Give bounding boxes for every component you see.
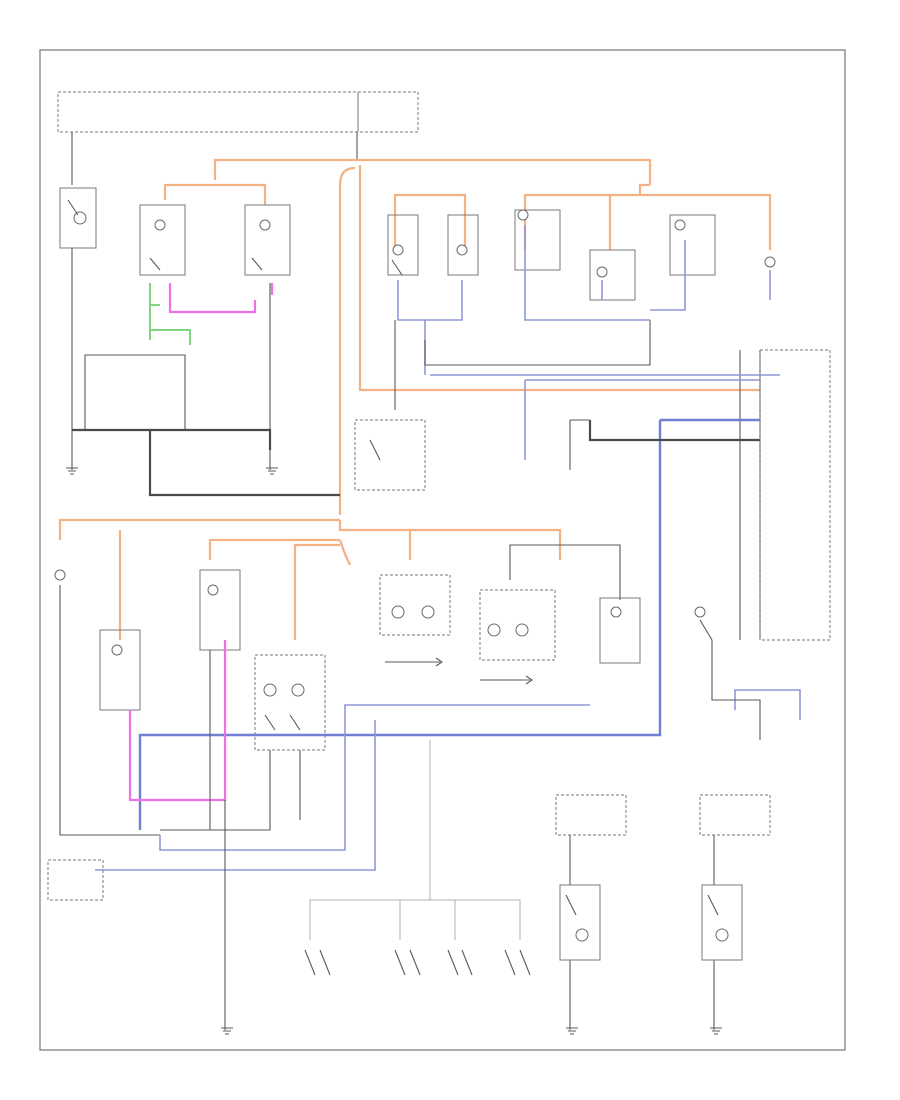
left-door-lamp (387, 214, 419, 276)
wire-blue-lower-1 (159, 704, 590, 851)
courtesy-lamp-switch (354, 419, 426, 491)
top-fuse-block-right (357, 91, 419, 133)
right-rear-door-lamp (504, 949, 531, 976)
wire-blue-right-lower (734, 689, 801, 720)
left-rear-reading-lamp (514, 209, 561, 271)
wire-right-vertical-bus (739, 350, 761, 640)
wire-ground-loop (148, 428, 340, 497)
wire-blue-to-module-3 (138, 418, 760, 830)
body-control-module-connector (47, 859, 104, 901)
wire-pink-reading (168, 283, 274, 314)
left-vanity-mirror-lamp (379, 574, 451, 667)
wire-lower-left-grounds (59, 650, 301, 836)
right-door-lamp (447, 214, 479, 276)
wire-orange-center-drop (338, 166, 356, 515)
rear-compartment-lamp (559, 884, 601, 961)
glove-box-lamp-assembly (254, 654, 326, 751)
wire-orange-feed-top (213, 158, 772, 250)
wire-blue-door-lamps (397, 280, 463, 375)
right-front-door-jamb-switch (199, 569, 241, 651)
wire-orange-rear-lights (523, 193, 612, 250)
trunk-lid-switch (694, 606, 735, 701)
left-rear-courtesy-lamp (669, 214, 716, 276)
wire-gray-bottom-bus (309, 740, 521, 940)
left-rear-door-lamp (447, 949, 473, 976)
wire-right-lower-ground (712, 699, 761, 740)
wire-orange-lower-feed (58, 518, 562, 640)
wire-orange-lower-left (393, 193, 467, 250)
wire-courtesy-switch-box (84, 354, 186, 431)
wire-orange-left-branch (163, 183, 267, 205)
luggage-lamp (599, 597, 641, 664)
lower-left-lamp (54, 569, 66, 650)
left-front-door-lamp (304, 949, 331, 976)
wire-switch-ground (569, 419, 590, 470)
underhood-lamp (701, 884, 743, 961)
bottom-fuse-block-middle (555, 794, 627, 836)
front-reading-lamp-right (244, 204, 291, 276)
wire-dark-to-module (588, 420, 760, 442)
left-dome-lamp (59, 187, 97, 249)
wire-blue-rear-lamps (524, 225, 771, 321)
wire-vanity-feed (509, 544, 621, 600)
wire-blue-lower-2 (95, 720, 376, 871)
left-front-door-jamb-switch (99, 629, 141, 711)
right-vanity-mirror-lamp (479, 589, 556, 685)
right-rear-courtesy-lamp (764, 256, 776, 268)
right-rear-reading-lamp (589, 249, 636, 301)
right-module-connector (759, 349, 831, 641)
ground-symbols (66, 467, 722, 1035)
bottom-fuse-block-right (699, 794, 771, 836)
wire-green-reading (149, 283, 191, 345)
diagram-frame (39, 49, 846, 1051)
wire-orange-horizontal-mid (358, 165, 760, 392)
right-front-door-lamp (394, 949, 421, 976)
wire-door-to-switch (394, 320, 651, 410)
top-fuse-block-left (57, 91, 359, 133)
wire-blue-to-module-2 (524, 379, 760, 460)
front-reading-lamp-left (139, 204, 186, 276)
wire-pink-lower (128, 640, 227, 802)
